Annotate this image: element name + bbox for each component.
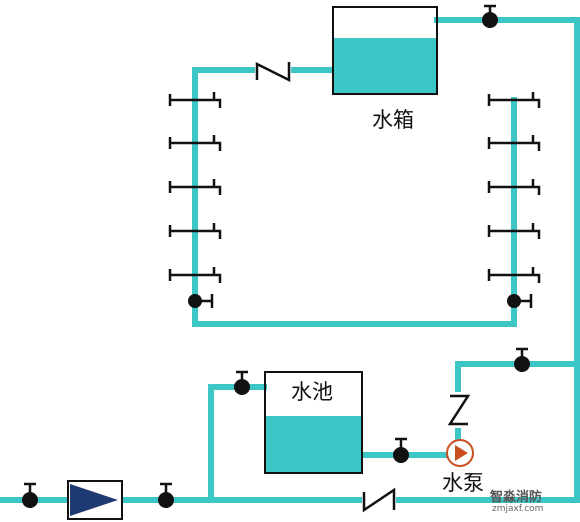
gate-valve-icon [514,347,530,372]
gate-valve-icon [482,4,498,28]
watermark-text: 智淼消防 [490,490,543,505]
faucet-pair-icon [168,179,222,195]
drain-valve-icon [507,294,533,308]
faucet-pair-icon [487,267,541,283]
faucet-pair-icon [168,267,222,283]
check-valve-icon [362,487,396,513]
gate-valve-icon [158,482,174,508]
check-valve-icon [255,61,291,83]
watermark-site: zmjaxf.com [492,504,544,514]
faucet-pair-icon [487,92,541,108]
drain-valve-icon [188,294,214,308]
faucet-pair-icon [487,223,541,239]
water-tank-label: 水箱 [372,108,414,132]
water-pool-label: 水池 [291,380,333,404]
faucet-pair-icon [487,135,541,151]
faucet-pair-icon [168,135,222,151]
water-pump-label: 水泵 [442,471,484,495]
faucet-pair-icon [168,92,222,108]
pump-icon [446,439,474,467]
faucet-pair-icon [168,223,222,239]
check-valve-icon [447,394,471,426]
water-pool [264,371,363,474]
gate-valve-icon [22,482,38,508]
water-meter-icon [67,480,123,520]
water-tank [332,6,438,95]
gate-valve-icon [393,437,409,463]
faucet-pair-icon [487,179,541,195]
gate-valve-icon [234,370,250,395]
